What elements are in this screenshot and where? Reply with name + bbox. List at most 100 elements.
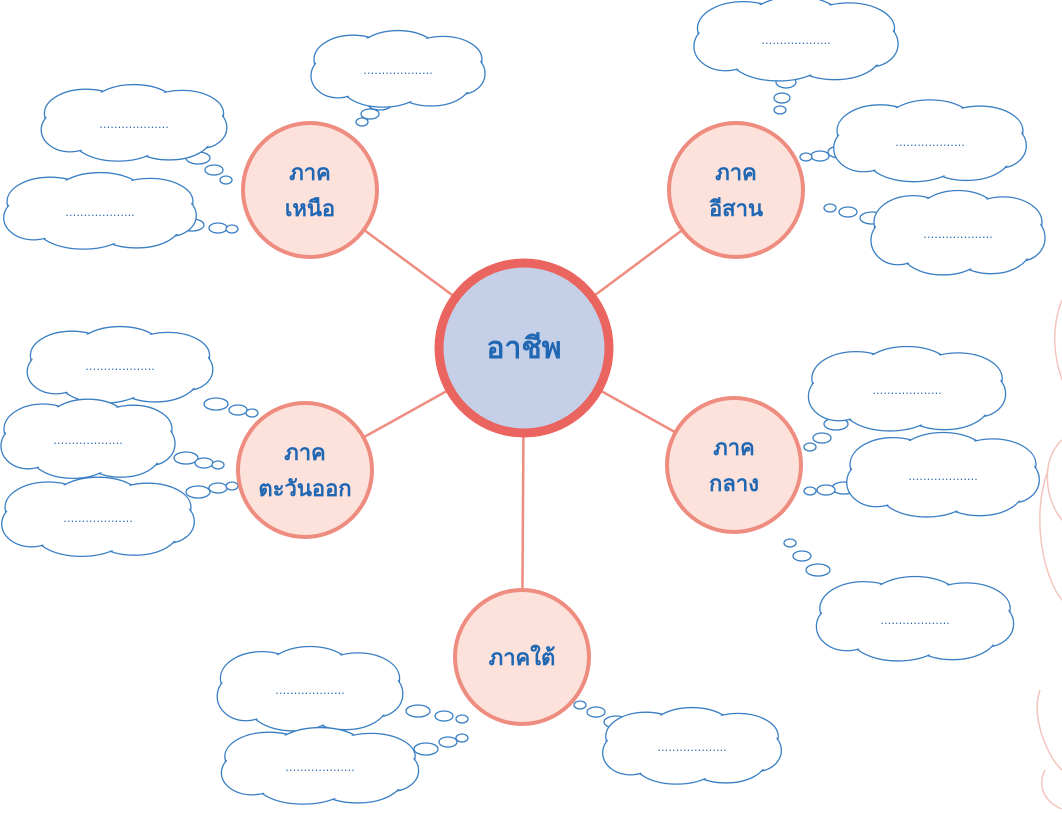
thought-cloud-south: ………………. bbox=[216, 645, 469, 732]
cloud-body bbox=[602, 706, 782, 785]
region-circle bbox=[665, 396, 803, 534]
thought-bubble bbox=[803, 442, 817, 452]
cloud-body bbox=[220, 726, 420, 805]
thought-cloud-south: ………………. bbox=[220, 726, 469, 805]
thought-cloud-northeast: ………………. bbox=[799, 99, 1027, 183]
thought-bubble bbox=[203, 397, 229, 411]
blank-answer-line: ………………. bbox=[85, 360, 155, 373]
thought-bubble bbox=[792, 550, 812, 562]
cloud-body bbox=[693, 0, 899, 82]
thought-bubble bbox=[799, 152, 813, 162]
blank-answer-line: ………………. bbox=[53, 434, 123, 447]
cloud-body bbox=[1, 476, 195, 558]
thought-bubble bbox=[360, 108, 380, 120]
thought-cloud-east: ………………. bbox=[26, 325, 259, 418]
cloud-body bbox=[0, 398, 176, 480]
blank-answer-line: ………………. bbox=[99, 118, 169, 131]
cloud-body bbox=[216, 645, 404, 732]
decorative-ornament bbox=[1036, 299, 1062, 810]
blank-answer-line: ………………. bbox=[908, 470, 978, 483]
thought-bubble bbox=[823, 203, 837, 213]
thought-bubble bbox=[225, 224, 239, 234]
region-label: อีสาน bbox=[709, 197, 763, 222]
thought-bubble bbox=[204, 164, 224, 176]
thought-bubble bbox=[773, 105, 787, 115]
thought-bubble bbox=[438, 736, 458, 748]
cloud-body bbox=[870, 189, 1046, 276]
thought-bubble bbox=[173, 451, 199, 465]
cloud-body bbox=[26, 325, 214, 404]
thought-bubble bbox=[773, 92, 791, 104]
thought-bubble bbox=[194, 457, 214, 469]
thought-cloud-south: ………………. bbox=[573, 700, 782, 785]
thought-bubble bbox=[783, 538, 797, 548]
thought-cloud-east: ………………. bbox=[0, 398, 225, 480]
blank-answer-line: ………………. bbox=[363, 64, 433, 77]
thought-cloud-central: ………………. bbox=[803, 431, 1040, 518]
blank-answer-line: ………………. bbox=[63, 512, 133, 525]
cloud-body bbox=[833, 99, 1027, 183]
thought-cloud-north: ………………. bbox=[3, 171, 239, 250]
region-circle bbox=[453, 588, 591, 726]
region-circle bbox=[241, 121, 379, 259]
blank-answer-line: ………………. bbox=[923, 228, 993, 241]
thought-bubble bbox=[219, 175, 233, 185]
thought-cloud-east: ………………. bbox=[1, 476, 239, 558]
thought-bubble bbox=[805, 563, 831, 577]
thought-bubble bbox=[405, 704, 431, 718]
thought-bubble bbox=[185, 485, 211, 499]
thought-bubble bbox=[413, 742, 439, 756]
thought-bubble bbox=[816, 484, 836, 496]
cloud-body bbox=[40, 83, 228, 162]
region-label: ภาค bbox=[713, 436, 755, 461]
thought-bubble bbox=[225, 481, 239, 491]
blank-answer-line: ………………. bbox=[761, 34, 831, 47]
thought-bubble bbox=[838, 206, 858, 218]
blank-answer-line: ………………. bbox=[285, 761, 355, 774]
region-circle bbox=[667, 121, 805, 259]
thought-cloud-north: ………………. bbox=[40, 83, 233, 185]
region-label: กลาง bbox=[709, 472, 759, 497]
thought-bubble bbox=[810, 150, 830, 162]
region-label: เหนือ bbox=[285, 197, 335, 222]
blank-answer-line: ………………. bbox=[880, 614, 950, 627]
thought-bubble bbox=[573, 700, 587, 710]
thought-bubble bbox=[812, 432, 832, 444]
region-label: ตะวันออก bbox=[258, 477, 351, 502]
cloud-body bbox=[3, 171, 197, 250]
blank-answer-line: ………………. bbox=[895, 136, 965, 149]
thought-bubble bbox=[245, 408, 259, 418]
blank-answer-line: ………………. bbox=[275, 684, 345, 697]
blank-answer-line: ………………. bbox=[657, 741, 727, 754]
cloud-body bbox=[846, 431, 1040, 518]
thought-bubble bbox=[211, 460, 225, 470]
thought-cloud-central: ………………. bbox=[783, 538, 1015, 662]
thought-bubble bbox=[803, 486, 817, 496]
center-label: อาชีพ bbox=[487, 331, 562, 366]
thought-bubble bbox=[455, 733, 469, 743]
region-label: ภาค bbox=[715, 161, 757, 186]
thought-bubble bbox=[208, 222, 228, 234]
thought-bubble bbox=[228, 404, 248, 416]
thought-cloud-central: ………………. bbox=[803, 345, 1007, 452]
cloud-body bbox=[815, 575, 1015, 662]
blank-answer-line: ………………. bbox=[872, 384, 942, 397]
thought-bubble bbox=[434, 710, 454, 722]
cloud-body bbox=[807, 345, 1007, 432]
thought-cloud-north: ………………. bbox=[310, 29, 486, 127]
region-label: ภาค bbox=[289, 161, 331, 186]
cloud-body bbox=[310, 29, 486, 108]
region-label: ภาค bbox=[284, 441, 326, 466]
center-circle bbox=[434, 258, 614, 438]
thought-bubble bbox=[586, 706, 606, 718]
thought-bubble bbox=[455, 714, 469, 724]
thought-bubble bbox=[355, 117, 369, 127]
blank-answer-line: ………………. bbox=[65, 206, 135, 219]
thought-cloud-northeast: ………………. bbox=[693, 0, 899, 115]
